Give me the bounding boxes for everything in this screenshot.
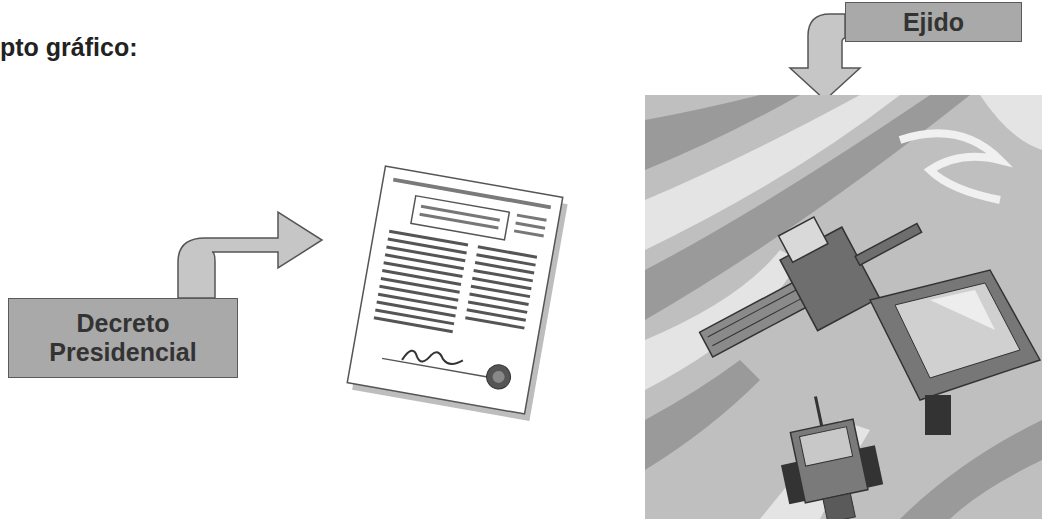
box-label: Ejido [903, 8, 964, 37]
label-box: Decreto Presidencial [8, 298, 238, 378]
document-illustration [346, 166, 568, 421]
heading: pto gráfico: [0, 33, 138, 62]
box-label: Decreto Presidencial [39, 309, 207, 367]
field-illustration [645, 95, 1042, 519]
curved-arrow [178, 212, 322, 298]
label-box: Ejido [845, 2, 1022, 42]
